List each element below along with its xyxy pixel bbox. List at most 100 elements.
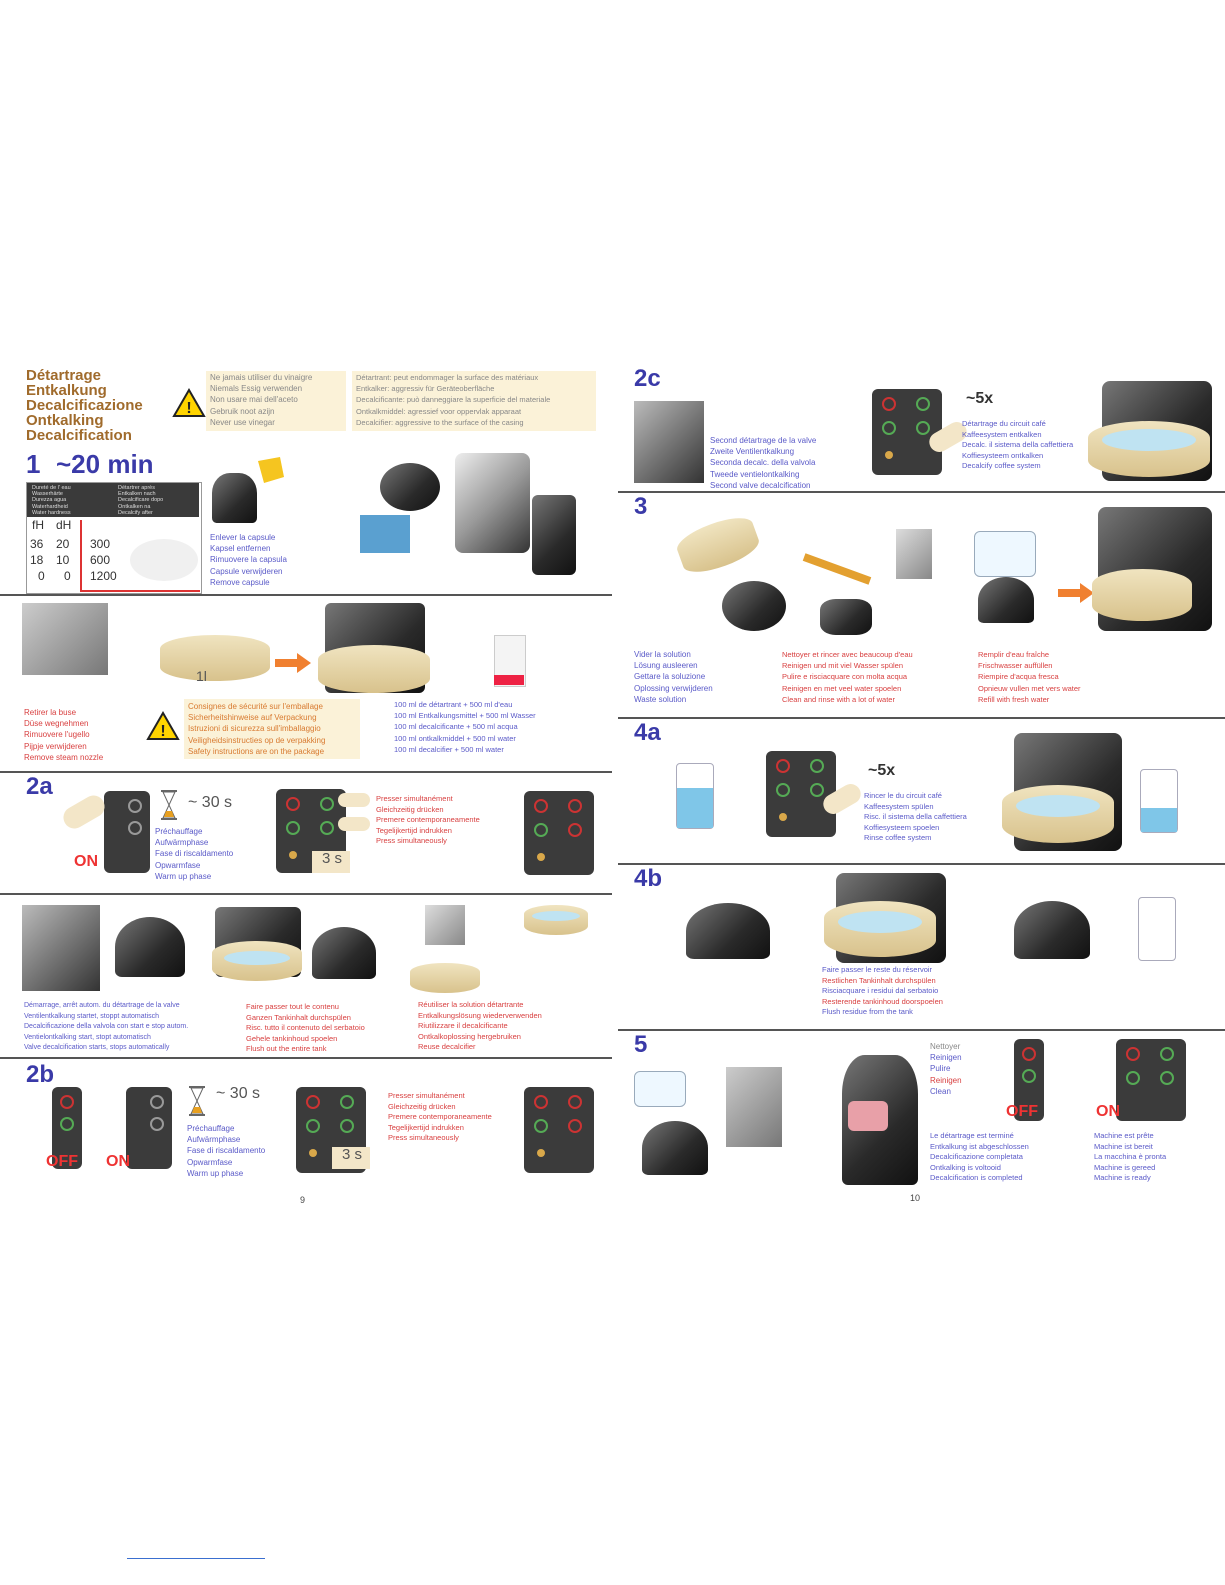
coffee-button[interactable] <box>128 799 142 813</box>
coffee-button[interactable] <box>150 1095 164 1109</box>
finger-illustration <box>59 791 109 833</box>
title-line: Decalcificazione <box>26 397 143 414</box>
water-illustration <box>224 951 290 965</box>
small-cup-button[interactable] <box>568 799 582 813</box>
large-cup-button[interactable] <box>568 1119 582 1133</box>
water-illustration <box>532 911 580 921</box>
warning-descaler-box <box>352 371 596 431</box>
large-cup-button[interactable] <box>810 783 824 797</box>
clean-button[interactable] <box>306 1119 320 1133</box>
small-cup-button[interactable] <box>320 797 334 811</box>
machine-illustration <box>686 903 770 959</box>
step-duration: ~20 min <box>56 449 154 479</box>
warning-vinegar-text: Ne jamais utiliser du vinaigre Niemals E… <box>210 373 313 427</box>
coffee-button[interactable] <box>1126 1047 1140 1061</box>
coffee-button[interactable] <box>776 759 790 773</box>
title-line: Decalcification <box>26 427 132 444</box>
hardness-arrow-line <box>80 520 82 592</box>
divider <box>0 893 612 895</box>
off-label: OFF <box>1006 1103 1038 1120</box>
remove-capsule-text: Enlever la capsule Kapsel entfernen Rimu… <box>210 533 287 587</box>
step-number: 4a <box>634 719 661 746</box>
coffee-button[interactable] <box>306 1095 320 1109</box>
large-cup-button[interactable] <box>340 1119 354 1133</box>
press-simul-text: Presser simultanément Gleichzeitig drück… <box>376 794 480 845</box>
control-panel <box>1116 1039 1186 1121</box>
tap-illustration <box>425 905 465 945</box>
control-panel <box>1014 1039 1044 1121</box>
clean-button[interactable] <box>150 1117 164 1131</box>
on-label: ON <box>106 1153 130 1170</box>
large-cup-button[interactable] <box>568 823 582 837</box>
coffee-button[interactable] <box>286 797 300 811</box>
machine-illustration <box>115 917 185 977</box>
divider <box>618 491 1225 493</box>
clean-button[interactable] <box>1022 1069 1036 1083</box>
small-cup-button[interactable] <box>568 1095 582 1109</box>
repeat-label: ~5x <box>868 762 896 779</box>
water-illustration <box>1102 429 1196 451</box>
clean-button[interactable] <box>776 783 790 797</box>
coffee-button[interactable] <box>534 799 548 813</box>
clean-button[interactable] <box>534 1119 548 1133</box>
divider <box>618 863 1225 865</box>
clean-button[interactable] <box>1126 1071 1140 1085</box>
coffee-button[interactable] <box>60 1095 74 1109</box>
second-valve-text: Second détartrage de la valve Zweite Ven… <box>710 436 817 490</box>
large-cup-button[interactable] <box>1160 1071 1174 1085</box>
valve-illustration <box>22 905 100 991</box>
coffee-button[interactable] <box>882 397 896 411</box>
machine-illustration <box>642 1121 708 1175</box>
flush-tank-text: Faire passer tout le contenu Ganzen Tank… <box>246 1002 365 1053</box>
off-label: OFF <box>46 1153 78 1170</box>
status-led <box>885 451 893 459</box>
clean-rinse-text: Nettoyer et rincer avec beaucoup d'eau R… <box>782 650 913 704</box>
small-cup-button[interactable] <box>340 1095 354 1109</box>
small-cup-button[interactable] <box>810 759 824 773</box>
status-led <box>309 1149 317 1157</box>
section-title: Détartrage Entkalkung Decalcificazione O… <box>26 368 143 443</box>
clean-button[interactable] <box>286 821 300 835</box>
step-number: 3 <box>634 493 648 520</box>
ready-text: Machine est prête Machine ist bereit La … <box>1094 1131 1167 1182</box>
arrow-right-icon <box>1058 583 1094 603</box>
hold-label-box <box>312 851 350 873</box>
step-number: 2a <box>26 773 53 800</box>
drip-tray-illustration <box>532 495 576 575</box>
page-number: 9 <box>300 1195 306 1205</box>
water-bottle-illustration <box>1140 769 1178 833</box>
control-panel <box>126 1087 172 1169</box>
step-number: 4b <box>634 865 663 892</box>
clean-button[interactable] <box>128 821 142 835</box>
water-bottle-illustration <box>676 763 714 829</box>
finger-illustration <box>338 793 370 807</box>
divider <box>618 1029 1225 1031</box>
warmup-text: Préchauffage Aufwärmphase Fase di riscal… <box>155 827 234 881</box>
container-illustration <box>160 635 270 681</box>
clean-button[interactable] <box>534 823 548 837</box>
water-illustration <box>838 911 922 933</box>
decalc-coffee-text: Détartrage du circuit café Kaffeesystem … <box>962 419 1074 470</box>
water-bottle-illustration <box>1138 897 1176 961</box>
machine-illustration <box>1014 901 1090 959</box>
hold-label: 3 s <box>322 850 343 867</box>
large-cup-button[interactable] <box>916 421 930 435</box>
hardness-header-right: Détartrer après Entkalken nach Decalcifi… <box>118 485 164 516</box>
hourglass-icon <box>161 790 177 820</box>
jug-illustration <box>974 531 1036 577</box>
hardness-header-left: Dureté de l' eau Wasserhärte Durezza agu… <box>32 485 71 516</box>
finger-illustration <box>338 817 370 831</box>
divider <box>0 771 612 773</box>
safety-box <box>184 699 360 759</box>
capsule-holder-illustration <box>380 463 440 511</box>
small-cup-button[interactable] <box>916 397 930 411</box>
small-cup-button[interactable] <box>1160 1047 1174 1061</box>
control-panel <box>872 389 942 475</box>
coffee-button[interactable] <box>534 1095 548 1109</box>
large-cup-button[interactable] <box>320 821 334 835</box>
clean-button[interactable] <box>882 421 896 435</box>
coffee-button[interactable] <box>1022 1047 1036 1061</box>
timer-label: ~ 30 s <box>188 794 233 811</box>
title-line: Entkalkung <box>26 382 107 399</box>
clean-button[interactable] <box>60 1117 74 1131</box>
